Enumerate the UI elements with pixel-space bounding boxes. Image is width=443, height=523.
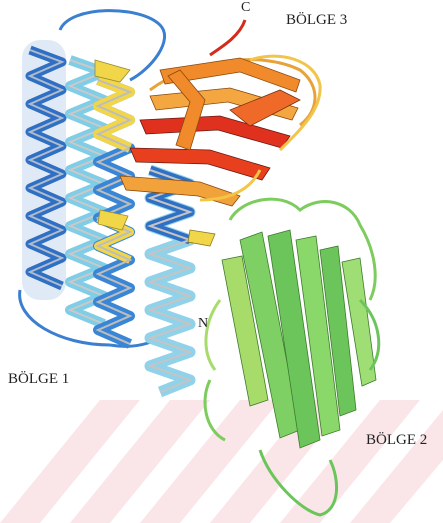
region-2-label: BÖLGE 2 [366,432,427,449]
region-3-label: BÖLGE 3 [286,12,347,29]
n-terminus-label: N [198,316,208,332]
helix-1 [22,40,66,300]
region-1-label: BÖLGE 1 [8,371,69,388]
domain-1-helices [20,11,190,392]
watermark-stripes [0,400,443,523]
helix-4 [150,170,190,392]
c-terminus-label: C [241,0,250,16]
domain-3-sheets [120,20,320,246]
